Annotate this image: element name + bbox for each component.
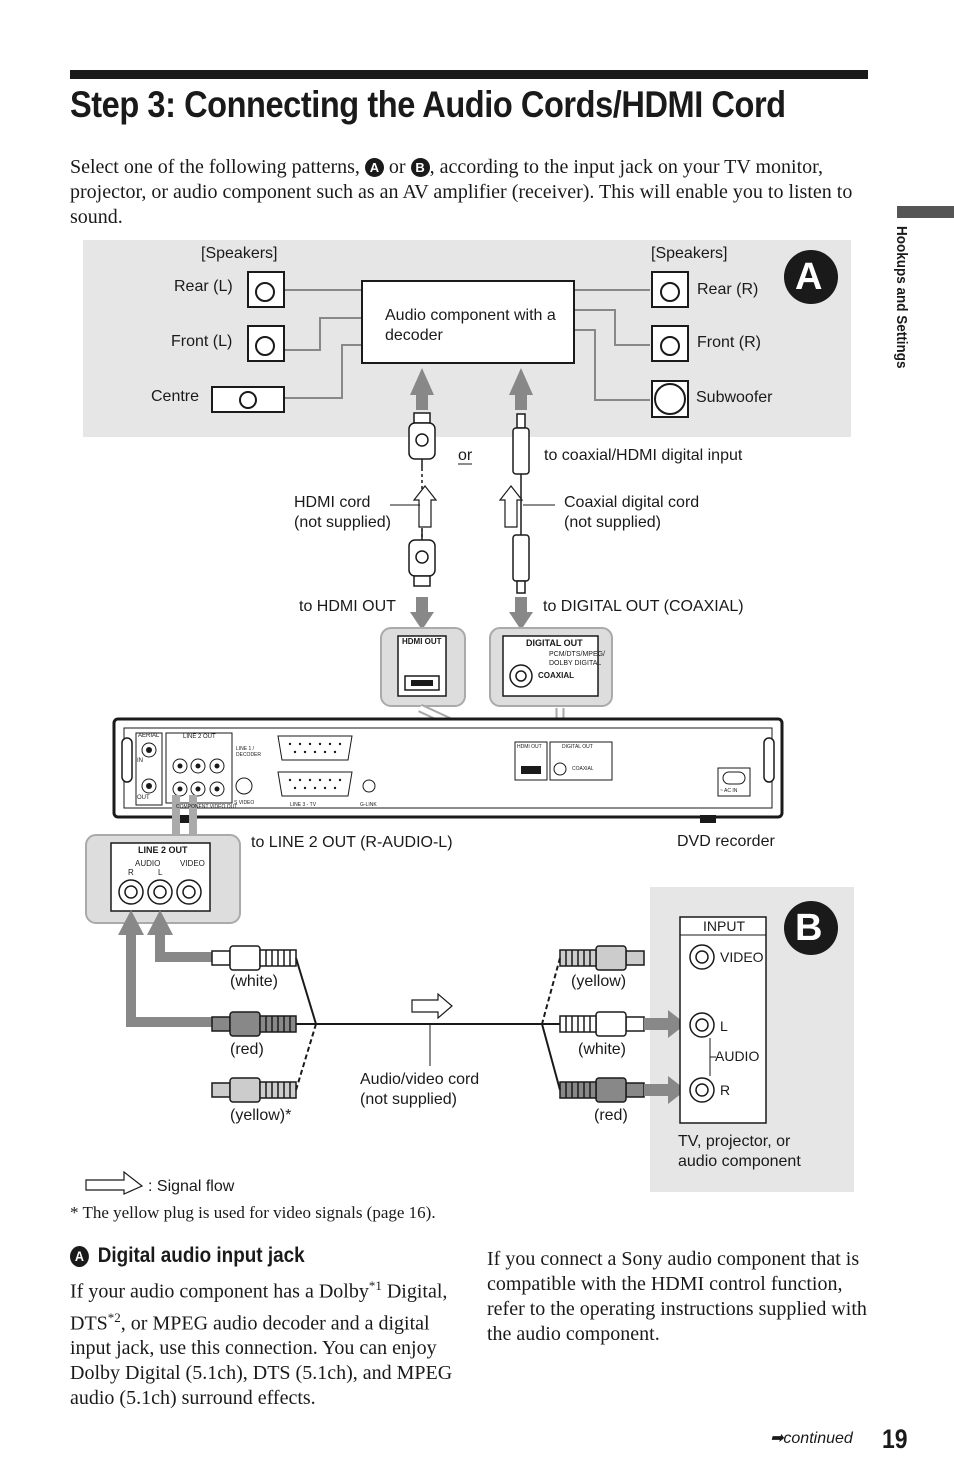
dvd-recorder-label: DVD recorder bbox=[677, 833, 775, 850]
tv-label-line2: audio component bbox=[678, 1153, 801, 1170]
side-tab-marker bbox=[897, 206, 954, 218]
white-right-label: (white) bbox=[578, 1041, 627, 1058]
dvd-recorder bbox=[112, 717, 784, 823]
audio-component-box bbox=[361, 280, 575, 364]
title-rule bbox=[70, 70, 868, 79]
continued-arrow-icon: ➡ bbox=[770, 1430, 784, 1447]
red-left-label: (red) bbox=[230, 1041, 264, 1058]
panel-a-badge bbox=[784, 250, 838, 304]
yellow-left-label: (yellow)* bbox=[230, 1107, 292, 1124]
coaxial-cord-label: Coaxial digital cord bbox=[564, 494, 700, 511]
hdmi-cord-note: (not supplied) bbox=[294, 514, 391, 531]
plug-red-right bbox=[559, 1077, 645, 1103]
digital-out-panel-label: DIGITAL OUT bbox=[526, 638, 583, 648]
footnote: * The yellow plug is used for video sign… bbox=[70, 1203, 436, 1222]
speakers-left-label: [Speakers] bbox=[201, 245, 278, 262]
or-label: or bbox=[458, 447, 473, 464]
hdmi-cord-label: HDMI cord bbox=[294, 494, 371, 511]
tv-video-label: VIDEO bbox=[720, 949, 764, 965]
tv-r-label: R bbox=[720, 1082, 731, 1098]
plug-white-left bbox=[211, 945, 297, 971]
av-cord-label: Audio/video cord bbox=[360, 1071, 480, 1088]
page-title: Step 3: Connecting the Audio Cords/HDMI … bbox=[70, 84, 786, 125]
hdmi-out-panel-label: HDMI OUT bbox=[402, 637, 442, 646]
arrow-up-coax bbox=[509, 368, 533, 410]
tv-label-line1: TV, projector, or bbox=[678, 1133, 791, 1150]
arrow-white-to-line2 bbox=[147, 910, 212, 962]
arrow-up-hdmi bbox=[410, 368, 434, 410]
intro-paragraph: Select one of the following patterns, A … bbox=[70, 156, 853, 228]
to-digital-out-label: to DIGITAL OUT (COAXIAL) bbox=[543, 598, 744, 615]
plug-yellow-left bbox=[211, 1077, 297, 1103]
centre-label: Centre bbox=[151, 388, 200, 405]
front-l-label: Front (L) bbox=[171, 333, 233, 350]
side-tab-label: Hookups and Settings bbox=[893, 226, 910, 369]
to-hdmi-out-label: to HDMI OUT bbox=[299, 598, 396, 615]
to-coaxial-hdmi-label: to coaxial/HDMI digital input bbox=[544, 447, 743, 464]
panel-b-badge bbox=[784, 901, 838, 955]
page-number: 19 bbox=[882, 1424, 908, 1454]
tv-audio-label: AUDIO bbox=[715, 1048, 760, 1064]
coaxial-cord-note: (not supplied) bbox=[564, 514, 661, 531]
tv-l-label: L bbox=[720, 1018, 728, 1034]
rear-l-label: Rear (L) bbox=[174, 278, 233, 295]
subwoofer-label: Subwoofer bbox=[696, 389, 773, 406]
red-right-label: (red) bbox=[594, 1107, 628, 1124]
panel-b-letter: B bbox=[795, 907, 823, 949]
tv-input-label: INPUT bbox=[703, 918, 745, 934]
hdmi-control-paragraph: If you connect a Sony audio component th… bbox=[487, 1248, 867, 1345]
signal-arrow-coax bbox=[498, 485, 524, 528]
panel-a-letter: A bbox=[795, 256, 823, 298]
yellow-right-label: (yellow) bbox=[571, 973, 627, 990]
plug-yellow-right bbox=[559, 945, 645, 971]
arrow-red-to-line2 bbox=[118, 910, 212, 1027]
plug-red-left bbox=[211, 1011, 297, 1037]
rear-r-label: Rear (R) bbox=[697, 281, 759, 298]
section-a-badge: A bbox=[70, 1246, 89, 1267]
section-a-heading: A Digital audio input jack bbox=[70, 1244, 305, 1268]
signal-flow-legend-icon bbox=[85, 1170, 144, 1195]
front-r-label: Front (R) bbox=[697, 334, 761, 351]
pattern-a-badge: A bbox=[364, 158, 384, 177]
line2-out-zoom-label: LINE 2 OUT bbox=[138, 845, 188, 855]
av-cord-note: (not supplied) bbox=[360, 1091, 457, 1108]
plug-white-right bbox=[559, 1011, 645, 1037]
signal-flow-label: : Signal flow bbox=[148, 1178, 235, 1195]
pattern-b-badge: B bbox=[410, 158, 430, 177]
signal-arrow-av bbox=[411, 992, 453, 1020]
section-a-body: If your audio component has a Dolby*1 Di… bbox=[70, 1278, 453, 1410]
speakers-right-label: [Speakers] bbox=[651, 245, 728, 262]
continued-label: ➡continued bbox=[770, 1430, 853, 1447]
audio-component-label: Audio component with a decoder bbox=[385, 307, 556, 344]
to-line2-out-label: to LINE 2 OUT (R-AUDIO-L) bbox=[251, 834, 453, 851]
white-left-label: (white) bbox=[230, 973, 279, 990]
signal-arrow-hdmi bbox=[412, 485, 438, 528]
